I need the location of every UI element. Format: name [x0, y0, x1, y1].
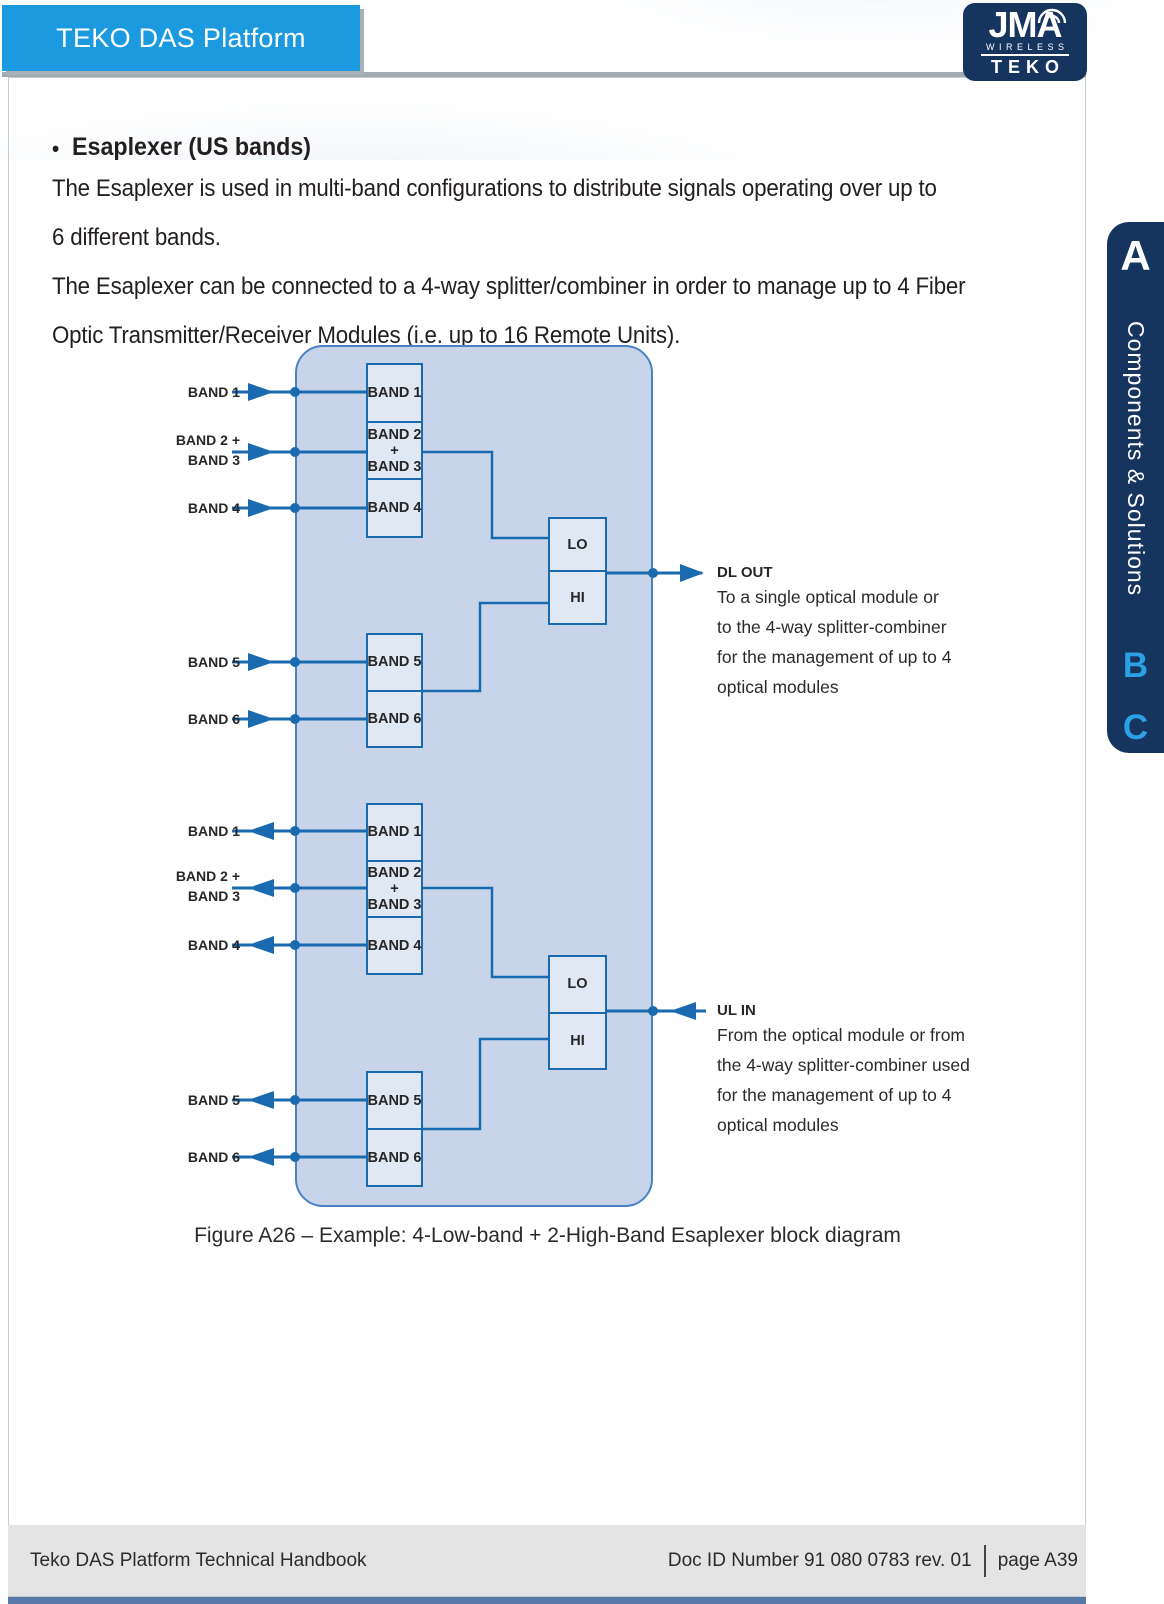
ul-output-band4-label: BAND 4 [187, 937, 240, 953]
filter-box: BAND 5 [367, 1092, 422, 1109]
ul-output-band1-label: BAND 1 [187, 823, 240, 839]
dl-high-band-filter-stack: BAND 5 BAND 6 [366, 633, 423, 748]
combiner-lo-box: LO [567, 976, 588, 993]
filter-box: BAND 2 + BAND 3 [368, 420, 422, 479]
logo-wireless-text: WIRELESS [985, 42, 1069, 52]
ul-output-band23-label: BAND 2 + BAND 3 [175, 868, 240, 904]
combiner-hi-box: HI [550, 570, 605, 623]
dl-low-band-filter-stack: BAND 1 BAND 2 + BAND 3 BAND 4 [366, 363, 423, 538]
logo-teko-text: TEKO [990, 57, 1065, 77]
ul-output-band6-label: BAND 6 [187, 1149, 240, 1165]
dl-lo-hi-combiner: LO HI [548, 517, 607, 625]
section-heading: Esaplexer (US bands) [72, 133, 312, 161]
logo-rule [981, 54, 1069, 56]
list-bullet: • [52, 136, 60, 161]
filter-box: BAND 6 [368, 689, 422, 747]
page-footer: Teko DAS Platform Technical Handbook Doc… [8, 1525, 1086, 1596]
combiner-lo-box: LO [567, 536, 588, 553]
esaplexer-block-diagram: BAND 1 BAND 2 + BAND 3 BAND 4 BAND 5 BAN… [0, 330, 1095, 1280]
section-tab-label: Components & Solutions [1123, 321, 1149, 597]
ul-low-band-filter-stack: BAND 1 BAND 2 + BAND 3 BAND 4 [366, 803, 423, 975]
filter-box: BAND 4 [368, 478, 422, 536]
page-border-frame [8, 77, 1086, 1597]
page-title: TEKO DAS Platform [56, 22, 306, 53]
filter-box: BAND 1 [367, 824, 422, 841]
dl-input-band5-label: BAND 5 [187, 654, 240, 670]
ul-lo-hi-combiner: LO HI [548, 955, 607, 1070]
filter-box: BAND 5 [367, 654, 422, 671]
dl-input-band6-label: BAND 6 [187, 711, 240, 727]
ul-in-description: From the optical module or from the 4-wa… [717, 1025, 970, 1135]
filter-box: BAND 2 + BAND 3 [368, 859, 422, 917]
filter-box: BAND 6 [368, 1128, 422, 1185]
ul-output-band5-label: BAND 5 [187, 1092, 240, 1108]
ul-in-port-label: UL IN [717, 1002, 756, 1019]
dl-input-band1-label: BAND 1 [187, 384, 240, 400]
antenna-waves-icon [1033, 6, 1071, 29]
bottom-accent-bar [8, 1597, 1086, 1604]
footer-handbook-title: Teko DAS Platform Technical Handbook [30, 1549, 367, 1571]
paragraph-2: The Esaplexer can be connected to a 4-wa… [52, 273, 966, 349]
dl-input-band4-label: BAND 4 [187, 500, 240, 516]
dl-out-description: To a single optical module or to the 4-w… [717, 587, 952, 697]
section-tab-c: C [1122, 708, 1149, 747]
paragraph-1: The Esaplexer is used in multi-band conf… [52, 175, 937, 251]
section-tab-b: B [1122, 646, 1149, 685]
combiner-hi-box: HI [550, 1011, 605, 1069]
jma-wireless-teko-logo: JMA WIRELESS TEKO [963, 3, 1087, 81]
dl-input-band23-label: BAND 2 + BAND 3 [175, 432, 240, 468]
page-header-bar: TEKO DAS Platform [2, 5, 360, 71]
footer-doc-id: Doc ID Number 91 080 0783 rev. 01 [667, 1549, 972, 1571]
section-tab: A Components & Solutions B C [1107, 222, 1164, 753]
section-tab-a: A [1120, 232, 1151, 279]
footer-page-number: page A39 [997, 1549, 1078, 1571]
ul-high-band-filter-stack: BAND 5 BAND 6 [366, 1071, 423, 1187]
filter-box: BAND 4 [368, 916, 422, 973]
filter-box: BAND 1 [367, 384, 422, 401]
dl-out-port-label: DL OUT [717, 564, 773, 581]
diagram-wires [232, 383, 706, 1166]
footer-divider [983, 1544, 986, 1577]
logo-jma-text: JMA [988, 4, 1062, 45]
figure-caption: Figure A26 – Example: 4-Low-band + 2-Hig… [194, 1224, 901, 1247]
header-shadow-line [2, 72, 1086, 77]
